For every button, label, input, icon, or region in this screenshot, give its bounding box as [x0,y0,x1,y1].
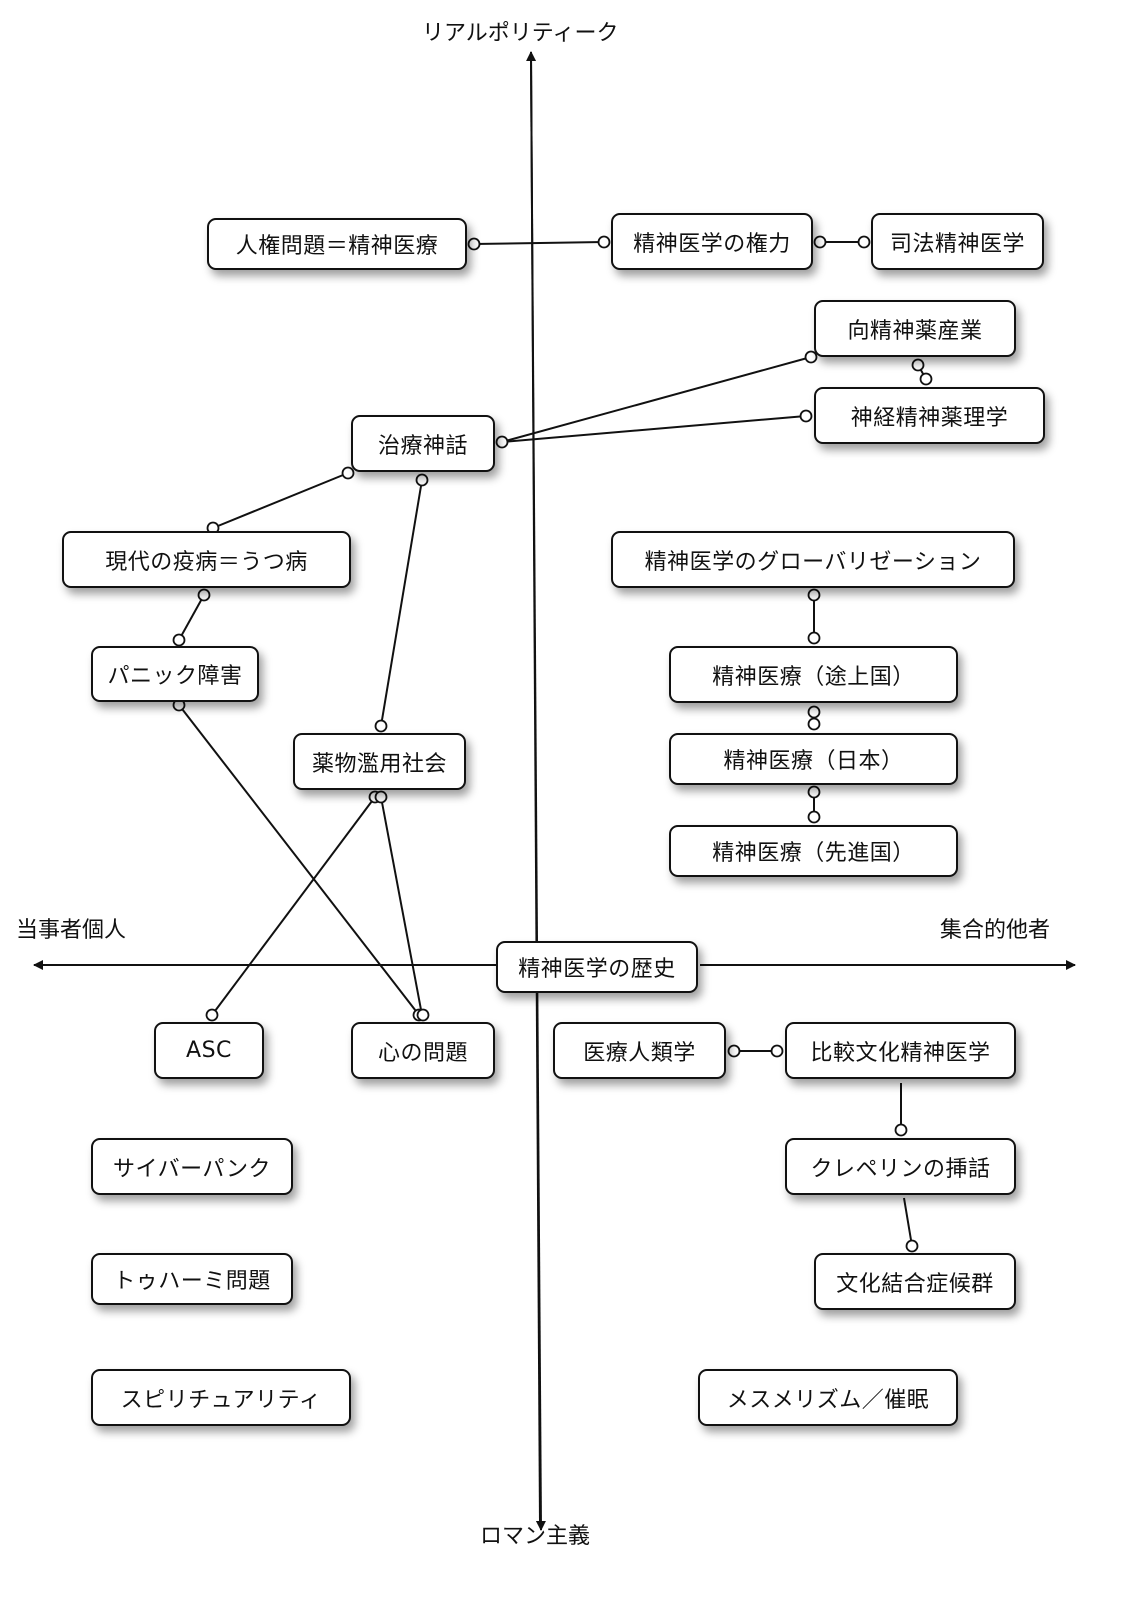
node-utsu: 現代の疫病＝うつ病 [62,531,351,588]
axis-label-right: 集合的他者 [940,918,1051,943]
connector-lines [178,241,927,1247]
node-shinkei: 神経精神薬理学 [814,387,1045,444]
node-kenryoku: 精神医学の権力 [611,213,813,270]
node-kraepelin: クレペリンの挿話 [785,1138,1016,1195]
node-nihon: 精神医療（日本） [669,733,958,785]
node-chiryo: 治療神話 [351,415,495,472]
axis-label-left: 当事者個人 [16,918,127,943]
node-mesmer: メスメリズム／催眠 [698,1369,958,1426]
axis-label-top: リアルポリティーク [422,21,619,46]
node-bunka: 文化結合症候群 [814,1253,1016,1310]
node-koseishin: 向精神薬産業 [814,300,1016,357]
node-rekishi: 精神医学の歴史 [496,941,698,993]
node-asc: ASC [154,1022,264,1079]
node-tojo: 精神医療（途上国） [669,646,958,703]
node-global: 精神医学のグローバリゼーション [611,531,1015,588]
node-shiho: 司法精神医学 [871,213,1044,270]
node-senshin: 精神医療（先進国） [669,825,958,877]
node-kokoro: 心の問題 [351,1022,495,1079]
node-cyber: サイバーパンク [91,1138,293,1195]
node-yakubutsu: 薬物濫用社会 [293,733,466,790]
vertical-axis-lower [530,59,546,1531]
node-hikaku: 比較文化精神医学 [785,1022,1016,1079]
node-jinken: 人権問題＝精神医療 [207,218,467,270]
connector-endpoints [172,235,933,1253]
node-panic: パニック障害 [91,646,259,702]
axis-label-bottom: ロマン主義 [480,1524,591,1549]
node-jinrui: 医療人類学 [553,1022,726,1079]
node-tuhami: トゥハーミ問題 [91,1253,293,1305]
node-spirit: スピリチュアリティ [91,1369,351,1426]
